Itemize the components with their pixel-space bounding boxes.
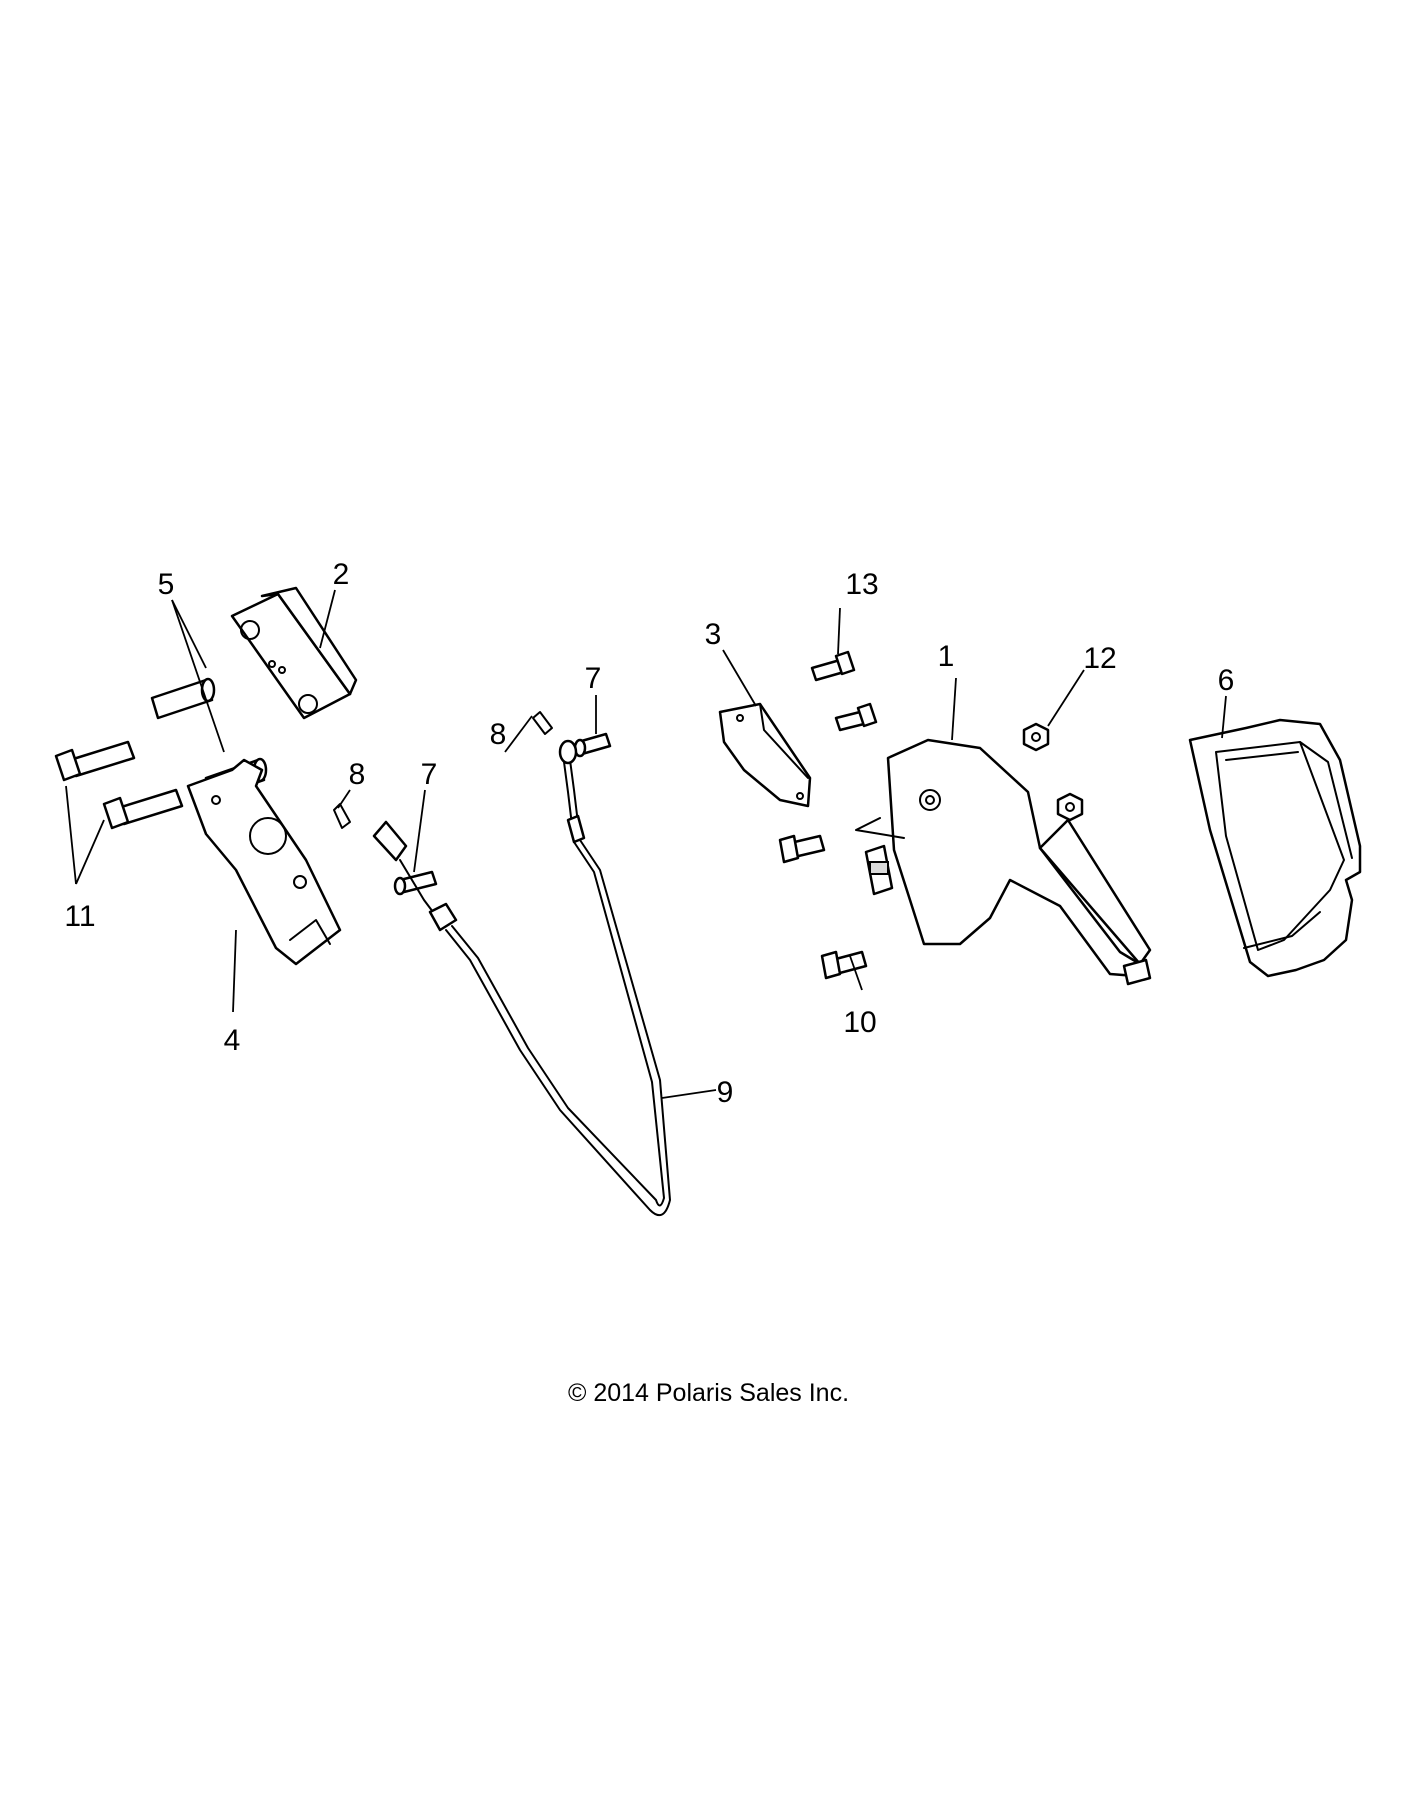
part-4-mounting-plate [186, 758, 342, 966]
part-7-pins [393, 732, 612, 896]
callout-13: 13 [845, 568, 878, 601]
callout-1: 1 [938, 640, 955, 673]
part-3-bracket [718, 702, 812, 808]
part-11-bolts [54, 740, 184, 830]
callout-11: 11 [64, 900, 95, 933]
callout-9: 9 [717, 1076, 734, 1109]
part-8-clips [333, 711, 553, 829]
callout-8a: 8 [349, 758, 366, 791]
callout-8b: 8 [490, 718, 507, 751]
part-10-bolts [778, 834, 868, 980]
part-9-cable [372, 739, 671, 1217]
callout-7b: 7 [585, 662, 602, 695]
callout-4: 4 [224, 1024, 241, 1057]
leader-lines [65, 589, 1227, 1099]
callout-3: 3 [705, 618, 722, 651]
part-1-brake-lever [855, 738, 1152, 986]
callout-2: 2 [333, 558, 350, 591]
part-12-nuts [1022, 722, 1084, 822]
callouts: 1 2 3 4 5 6 7 7 8 8 9 10 11 12 13 [64, 558, 1234, 1109]
callout-6: 6 [1218, 664, 1235, 697]
part-13-bolts [810, 650, 878, 732]
callout-5: 5 [158, 568, 175, 601]
part-6-cover [1188, 718, 1362, 978]
callout-12: 12 [1083, 642, 1116, 675]
copyright-notice: © 2014 Polaris Sales Inc. [567, 1379, 850, 1407]
callout-10: 10 [843, 1006, 876, 1039]
part-2-bracket [230, 586, 358, 720]
callout-7a: 7 [421, 758, 438, 791]
